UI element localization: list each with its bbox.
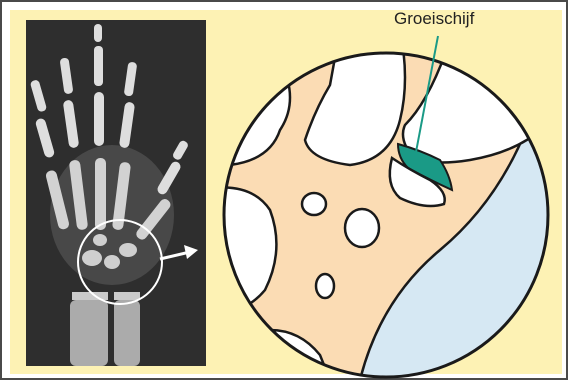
growth-plate-label: Groeischijf: [394, 9, 474, 29]
bone-small-2: [345, 209, 379, 247]
bone-small-3: [316, 274, 334, 298]
xray-image: [26, 20, 206, 366]
magnified-view: [190, 30, 560, 380]
bone-small-1: [302, 193, 326, 215]
